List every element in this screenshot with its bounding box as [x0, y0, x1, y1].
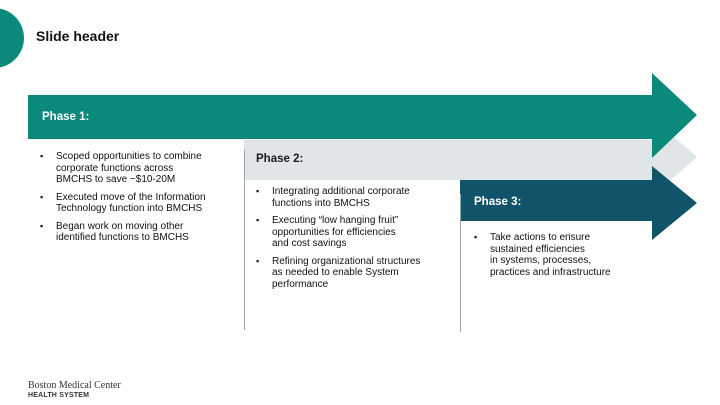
list-item: Executing “low hanging fruit” opportunit…	[256, 215, 456, 250]
list-item: Scoped opportunities to combine corporat…	[40, 151, 236, 186]
logo-line-1: Boston Medical Center	[28, 380, 121, 391]
list-item: Take actions to ensure sustained efficie…	[474, 232, 674, 278]
slide-title: Slide header	[36, 28, 120, 44]
list-item: Integrating additional corporate functio…	[256, 186, 456, 209]
phase-1-bullets: Scoped opportunities to combine corporat…	[40, 151, 236, 250]
phase-1-label: Phase 1:	[42, 111, 90, 123]
list-item: Refining organizational structures as ne…	[256, 256, 456, 291]
footer-logo: Boston Medical Center HEALTH SYSTEM	[28, 380, 121, 400]
phase-2-label: Phase 2:	[256, 153, 304, 165]
list-item: Began work on moving other identified fu…	[40, 221, 236, 244]
phase-2-divider	[460, 194, 461, 332]
list-item: Executed move of the Information Technol…	[40, 192, 236, 215]
logo-line-2: HEALTH SYSTEM	[28, 392, 90, 399]
phase-2-bullets: Integrating additional corporate functio…	[256, 186, 456, 296]
phase-1-divider	[244, 150, 245, 330]
phase-3-label: Phase 3:	[474, 196, 522, 208]
phase-2-arrow	[244, 118, 697, 196]
phase-3-arrow	[460, 166, 697, 240]
phase-3-bullets: Take actions to ensure sustained efficie…	[474, 232, 674, 284]
phase-1-arrow	[28, 73, 697, 158]
